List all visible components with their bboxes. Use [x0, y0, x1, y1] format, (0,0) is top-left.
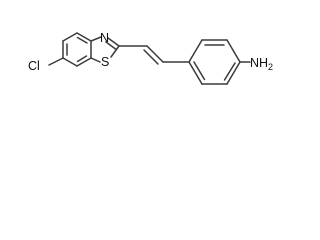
benzo-ring: [62, 32, 92, 67]
bond: [62, 57, 78, 67]
bond: [226, 61, 241, 85]
bond: [62, 32, 78, 42]
bond: [146, 45, 164, 63]
bond: [76, 32, 92, 42]
bond: [76, 57, 92, 67]
amine-group: N H 2: [250, 56, 273, 72]
double-bond-inner: [193, 61, 206, 81]
bond: [90, 36, 102, 42]
bond-to-cl: [48, 57, 64, 66]
structure-svg: Cl N S N H 2: [28, 31, 273, 85]
bond: [188, 39, 203, 63]
sulfur-label: S: [101, 55, 109, 69]
chlorine-label: Cl: [28, 59, 40, 73]
double-bond-inner: [105, 41, 117, 50]
amine-subscript: 2: [268, 62, 273, 72]
nitrogen-label: N: [100, 31, 109, 45]
double-bond-inner: [143, 49, 159, 65]
double-bond-inner: [223, 62, 236, 81]
phenyl-ring: [162, 39, 241, 85]
bond: [188, 61, 203, 85]
amine-h-label: H: [259, 56, 268, 70]
double-bond-inner: [76, 55, 88, 63]
bond: [107, 37, 120, 47]
vinyl-linker: [118, 45, 164, 65]
bond: [226, 39, 241, 63]
molecule-drawing: Cl N S N H 2: [0, 0, 295, 104]
thiazole-ring: [90, 36, 120, 63]
bond: [110, 45, 120, 58]
bond: [90, 57, 101, 63]
amine-n-label: N: [250, 56, 259, 70]
double-bond-inner: [76, 36, 88, 44]
